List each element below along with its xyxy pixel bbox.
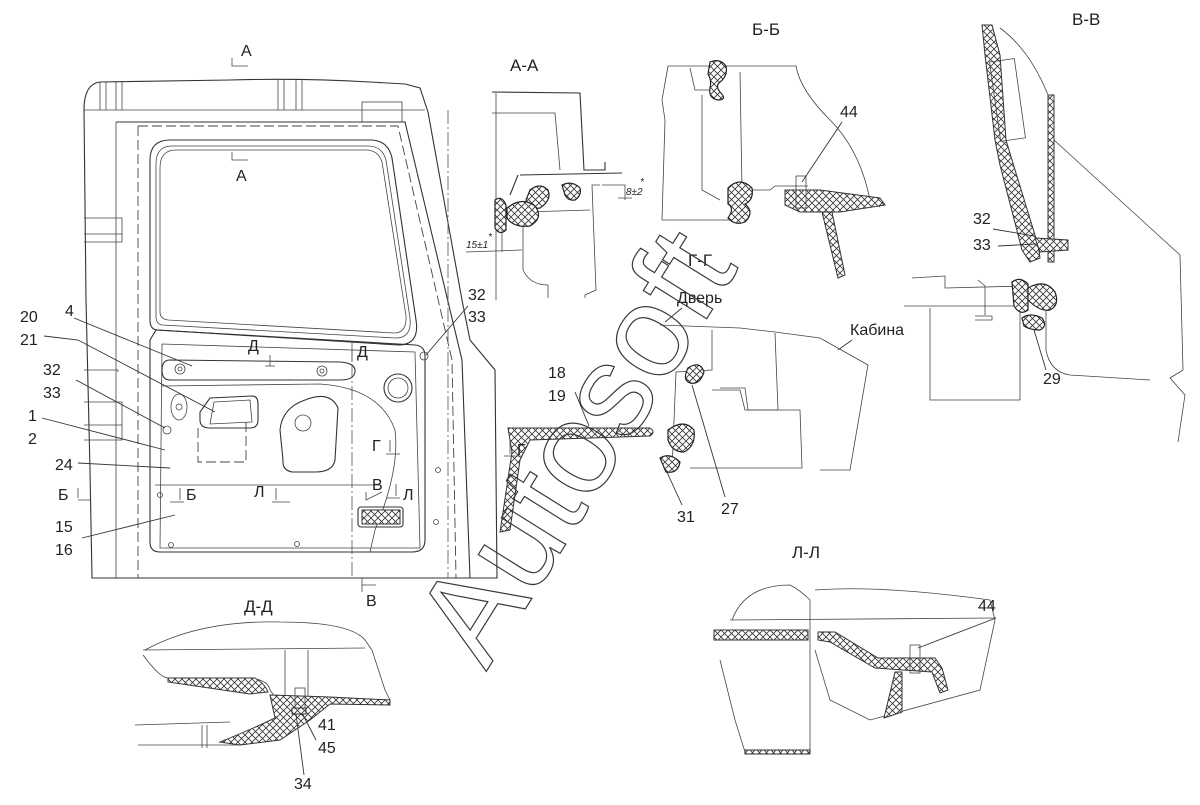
- gg-callout-27: 27: [721, 501, 739, 518]
- section-vv: В-В 32 33 29: [904, 10, 1186, 443]
- section-mark-g: Г: [372, 438, 381, 455]
- section-aa: А-А 8±2 * 15±1 *: [465, 56, 645, 300]
- section-mark-v-bottom: В: [366, 593, 377, 610]
- vv-callout-33: 33: [973, 237, 991, 254]
- section-dd: Д-Д 41 45 34: [134, 597, 391, 793]
- section-ll-title: Л-Л: [792, 543, 820, 562]
- section-mark-v-top: В: [372, 477, 383, 494]
- gg-label-cabin: Кабина: [850, 322, 904, 339]
- gg-callout-19: 19: [548, 388, 566, 405]
- section-mark-b-inner: Б: [186, 487, 197, 504]
- callout-24: 24: [55, 457, 73, 474]
- callout-1: 1: [28, 408, 37, 425]
- section-mark-l-right: Л: [403, 487, 414, 504]
- door-outer-contour: [83, 78, 498, 579]
- section-ll: Л-Л 44: [713, 543, 997, 755]
- section-vv-title: В-В: [1072, 10, 1100, 29]
- callout-2: 2: [28, 431, 37, 448]
- dd-callout-41: 41: [318, 717, 336, 734]
- section-gg-title: Г-Г: [688, 251, 712, 270]
- ll-callout-44: 44: [978, 598, 996, 615]
- dim-mark-8: *: [640, 177, 645, 188]
- callout-20: 20: [20, 309, 38, 326]
- callout-33-right: 33: [468, 309, 486, 326]
- callout-16: 16: [55, 542, 73, 559]
- callout-4: 4: [65, 303, 74, 320]
- dim-8: 8±2: [626, 187, 643, 198]
- vv-callout-29: 29: [1043, 371, 1061, 388]
- section-aa-title: А-А: [510, 56, 539, 75]
- callout-33-left: 33: [43, 385, 61, 402]
- dim-15: 15±1: [466, 240, 488, 251]
- gg-callout-18: 18: [548, 365, 566, 382]
- section-gg: Г-Г Дверь Кабина 18 19 31 27 Г: [499, 251, 904, 533]
- gg-callout-31: 31: [677, 509, 695, 526]
- callout-21: 21: [20, 332, 38, 349]
- main-door-view: [83, 78, 498, 579]
- section-mark-d-left: Д: [248, 338, 259, 355]
- vv-callout-32: 32: [973, 211, 991, 228]
- section-mark-d-right: Д: [357, 344, 368, 361]
- gg-section-mark: Г: [517, 442, 526, 459]
- section-marks: А А Д Д Б Б Л Л Г В В: [58, 43, 414, 610]
- callout-32-right: 32: [468, 287, 486, 304]
- section-bb-title: Б-Б: [752, 20, 780, 39]
- section-mark-l-mid: Л: [254, 484, 265, 501]
- callout-32-left: 32: [43, 362, 61, 379]
- gg-label-door: Дверь: [677, 290, 722, 307]
- section-bb: Б-Б 44: [661, 20, 886, 279]
- dim-mark-15: *: [488, 232, 493, 243]
- bb-callout-44: 44: [840, 104, 858, 121]
- callout-15: 15: [55, 519, 73, 536]
- section-mark-a-top: А: [241, 43, 252, 60]
- section-dd-title: Д-Д: [244, 597, 273, 616]
- main-view-callouts: 20 21 4 32 33 1 2 24 15 16 32 33: [20, 287, 486, 559]
- dd-callout-45: 45: [318, 740, 336, 757]
- dd-callout-34: 34: [294, 776, 312, 793]
- section-mark-a-window: А: [236, 168, 247, 185]
- section-mark-b-edge: Б: [58, 487, 69, 504]
